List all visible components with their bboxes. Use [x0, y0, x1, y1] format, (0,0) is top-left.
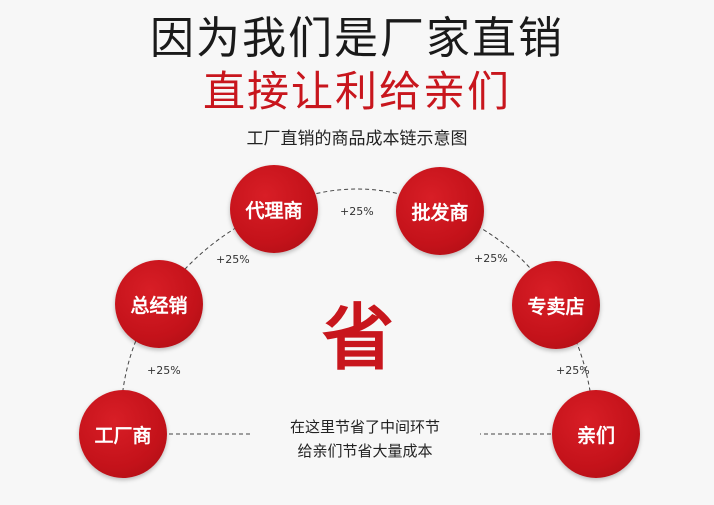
markup-label: +25%: [556, 364, 590, 377]
markup-label: +25%: [474, 252, 508, 265]
markup-label: +25%: [340, 205, 374, 218]
node-wholesaler: 批发商: [396, 167, 484, 255]
node-agent: 代理商: [230, 165, 318, 253]
node-distributor-label: 总经销: [130, 294, 188, 317]
markup-label: +25%: [147, 364, 181, 377]
node-agent-label: 代理商: [245, 199, 303, 222]
node-customer: 亲们: [552, 390, 640, 478]
node-factory: 工厂商: [79, 390, 167, 478]
node-retailer: 专卖店: [512, 261, 600, 349]
savings-note-line1: 在这里节省了中间环节: [250, 416, 480, 437]
subheadline: 直接让利给亲们: [202, 67, 511, 116]
node-retailer-label: 专卖店: [527, 295, 585, 318]
diagram-title: 工厂直销的商品成本链示意图: [246, 129, 468, 149]
node-factory-label: 工厂商: [94, 424, 152, 447]
node-wholesaler-label: 批发商: [411, 201, 469, 224]
node-distributor: 总经销: [115, 260, 203, 348]
headline: 因为我们是厂家直销: [150, 13, 564, 64]
savings-note-line2: 给亲们节省大量成本: [250, 440, 480, 461]
save-character: 省: [321, 296, 394, 380]
node-customer-label: 亲们: [576, 424, 615, 447]
markup-label: +25%: [216, 253, 250, 266]
